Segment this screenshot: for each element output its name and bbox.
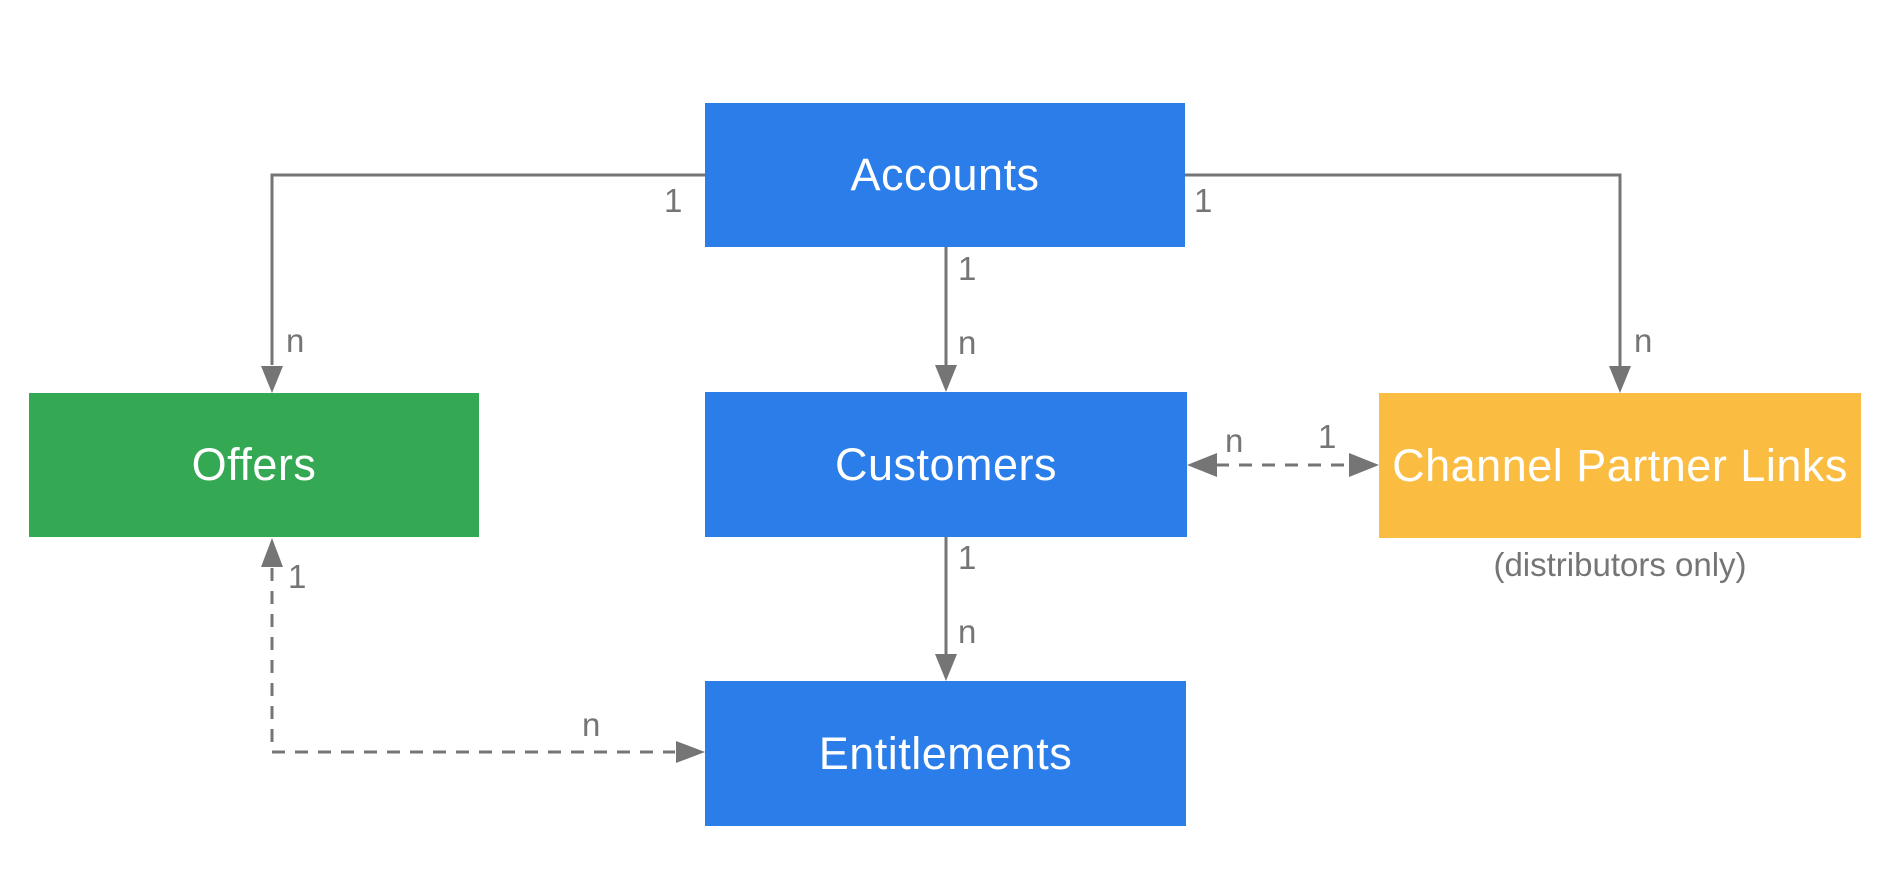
edge-customers-to-entitlements: [935, 537, 957, 681]
node-entitlements: Entitlements: [705, 681, 1186, 826]
cardinality-customers-entitlements-n: n: [958, 613, 977, 650]
cardinality-accounts-offers-n: n: [286, 322, 305, 359]
cardinality-offers-entitlements-n: n: [582, 706, 601, 743]
channel-partner-links-note: (distributors only): [1493, 546, 1747, 583]
cardinality-customers-cpl-n: n: [1225, 422, 1244, 459]
node-accounts-label: Accounts: [850, 149, 1040, 200]
node-offers: Offers: [29, 393, 479, 537]
node-customers-label: Customers: [834, 438, 1058, 490]
edge-line: [270, 568, 675, 754]
node-channel-partner-links-label: Channel Partner Links: [1392, 439, 1848, 491]
node-accounts: Accounts: [705, 103, 1185, 247]
cardinality-customers-cpl-1: 1: [1318, 418, 1337, 455]
arrowhead-left-icon: [1187, 453, 1217, 477]
edge-accounts-to-channel-partner-links: [1185, 173, 1631, 393]
node-entitlements-label: Entitlements: [818, 727, 1073, 779]
arrowhead-right-icon: [676, 741, 705, 763]
arrowhead-up-icon: [261, 538, 283, 567]
edge-accounts-to-customers: [935, 247, 957, 392]
cardinality-accounts-cpl-n: n: [1634, 322, 1653, 359]
node-customers: Customers: [705, 392, 1187, 537]
arrowhead-right-icon: [1349, 453, 1379, 477]
arrowhead-down-icon: [1609, 366, 1631, 393]
edge-line: [1185, 173, 1622, 366]
node-channel-partner-links: Channel Partner Links: [1379, 393, 1861, 538]
cardinality-accounts-customers-n: n: [958, 324, 977, 361]
edge-line: [270, 173, 705, 365]
edge-accounts-to-offers: [261, 173, 705, 393]
cardinality-customers-entitlements-1: 1: [958, 539, 977, 576]
arrowhead-down-icon: [935, 654, 957, 681]
arrowhead-down-icon: [261, 366, 283, 393]
cardinality-offers-entitlements-1: 1: [288, 558, 307, 595]
edge-offers-to-entitlements: [261, 538, 705, 763]
cardinality-accounts-offers-1: 1: [664, 182, 683, 219]
node-offers-label: Offers: [191, 439, 317, 490]
edge-customers-to-channel-partner-links: [1187, 453, 1379, 477]
cardinality-accounts-cpl-1: 1: [1194, 182, 1213, 219]
cardinality-accounts-customers-1: 1: [958, 250, 977, 287]
arrowhead-down-icon: [935, 365, 957, 392]
